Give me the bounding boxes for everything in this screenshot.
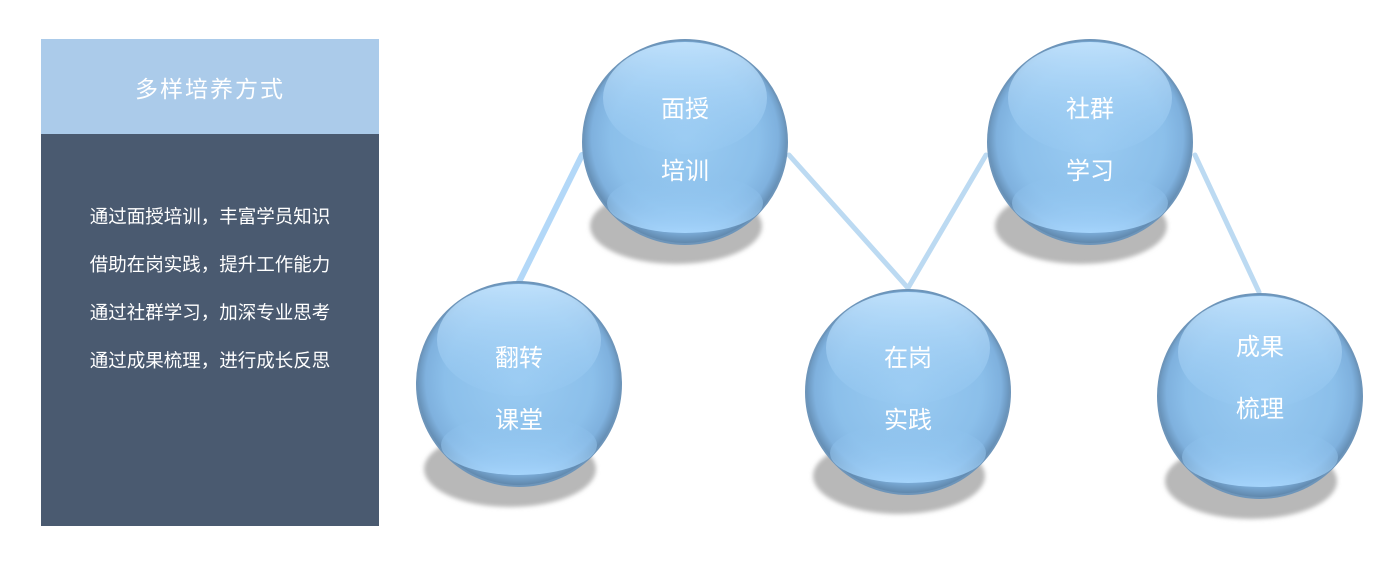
node-on-job-practice bbox=[805, 289, 1011, 514]
node-label-line: 翻转 bbox=[495, 344, 543, 372]
connector-lines bbox=[516, 152, 1262, 295]
node-face-to-face-training bbox=[582, 39, 788, 264]
node-flipped-classroom bbox=[416, 281, 622, 507]
sphere-highlight-bottom bbox=[441, 415, 597, 475]
method-item-on-job: 借助在岗实践，提升工作能力 bbox=[89, 255, 331, 276]
connector-face-to-onjob bbox=[786, 152, 911, 291]
sphere-highlight-top bbox=[1008, 42, 1172, 154]
panel-title: 多样培养方式 bbox=[135, 76, 285, 103]
connector-community-to-outcome bbox=[1192, 152, 1262, 295]
sphere-highlight-top bbox=[437, 284, 601, 396]
node-label-face-to-face-training: 面授 培训 bbox=[625, 78, 745, 202]
node-community-learning bbox=[987, 39, 1193, 264]
panel-header: 多样培养方式 bbox=[41, 39, 379, 134]
sphere-highlight-bottom bbox=[607, 173, 763, 233]
sphere-highlight-bottom bbox=[1012, 173, 1168, 233]
node-label-line: 面授 bbox=[661, 95, 709, 123]
connector-onjob-to-community bbox=[905, 152, 989, 291]
node-label-community-learning: 社群 学习 bbox=[1030, 78, 1150, 202]
node-label-flipped-classroom: 翻转 课堂 bbox=[459, 327, 579, 451]
node-label-line: 梳理 bbox=[1236, 395, 1284, 423]
method-list: 通过面授培训，丰富学员知识 借助在岗实践，提升工作能力 通过社群学习，加深专业思… bbox=[41, 194, 379, 386]
node-label-line: 课堂 bbox=[495, 406, 543, 434]
sphere-highlight-top bbox=[603, 42, 767, 154]
sphere-highlight-top bbox=[826, 292, 990, 404]
node-label-line: 培训 bbox=[661, 157, 709, 185]
method-item-community: 通过社群学习，加深专业思考 bbox=[89, 303, 331, 324]
method-item-outcome: 通过成果梳理，进行成长反思 bbox=[89, 351, 331, 372]
sphere-highlight-bottom bbox=[1182, 427, 1338, 487]
node-outcome-review bbox=[1157, 293, 1363, 519]
method-item-face-to-face: 通过面授培训，丰富学员知识 bbox=[89, 207, 331, 228]
connector-flip-to-face bbox=[516, 152, 585, 285]
node-label-line: 实践 bbox=[884, 406, 932, 434]
sphere-highlight-top bbox=[1178, 296, 1342, 408]
node-label-line: 学习 bbox=[1066, 157, 1114, 185]
node-label-outcome-review: 成果 梳理 bbox=[1200, 316, 1320, 440]
node-label-line: 在岗 bbox=[884, 344, 932, 372]
node-label-line: 成果 bbox=[1236, 333, 1284, 361]
node-label-on-job-practice: 在岗 实践 bbox=[848, 327, 968, 451]
node-label-line: 社群 bbox=[1066, 95, 1114, 123]
training-methods-panel: 多样培养方式 通过面授培训，丰富学员知识 借助在岗实践，提升工作能力 通过社群学… bbox=[41, 39, 379, 526]
sphere-highlight-bottom bbox=[830, 423, 986, 483]
